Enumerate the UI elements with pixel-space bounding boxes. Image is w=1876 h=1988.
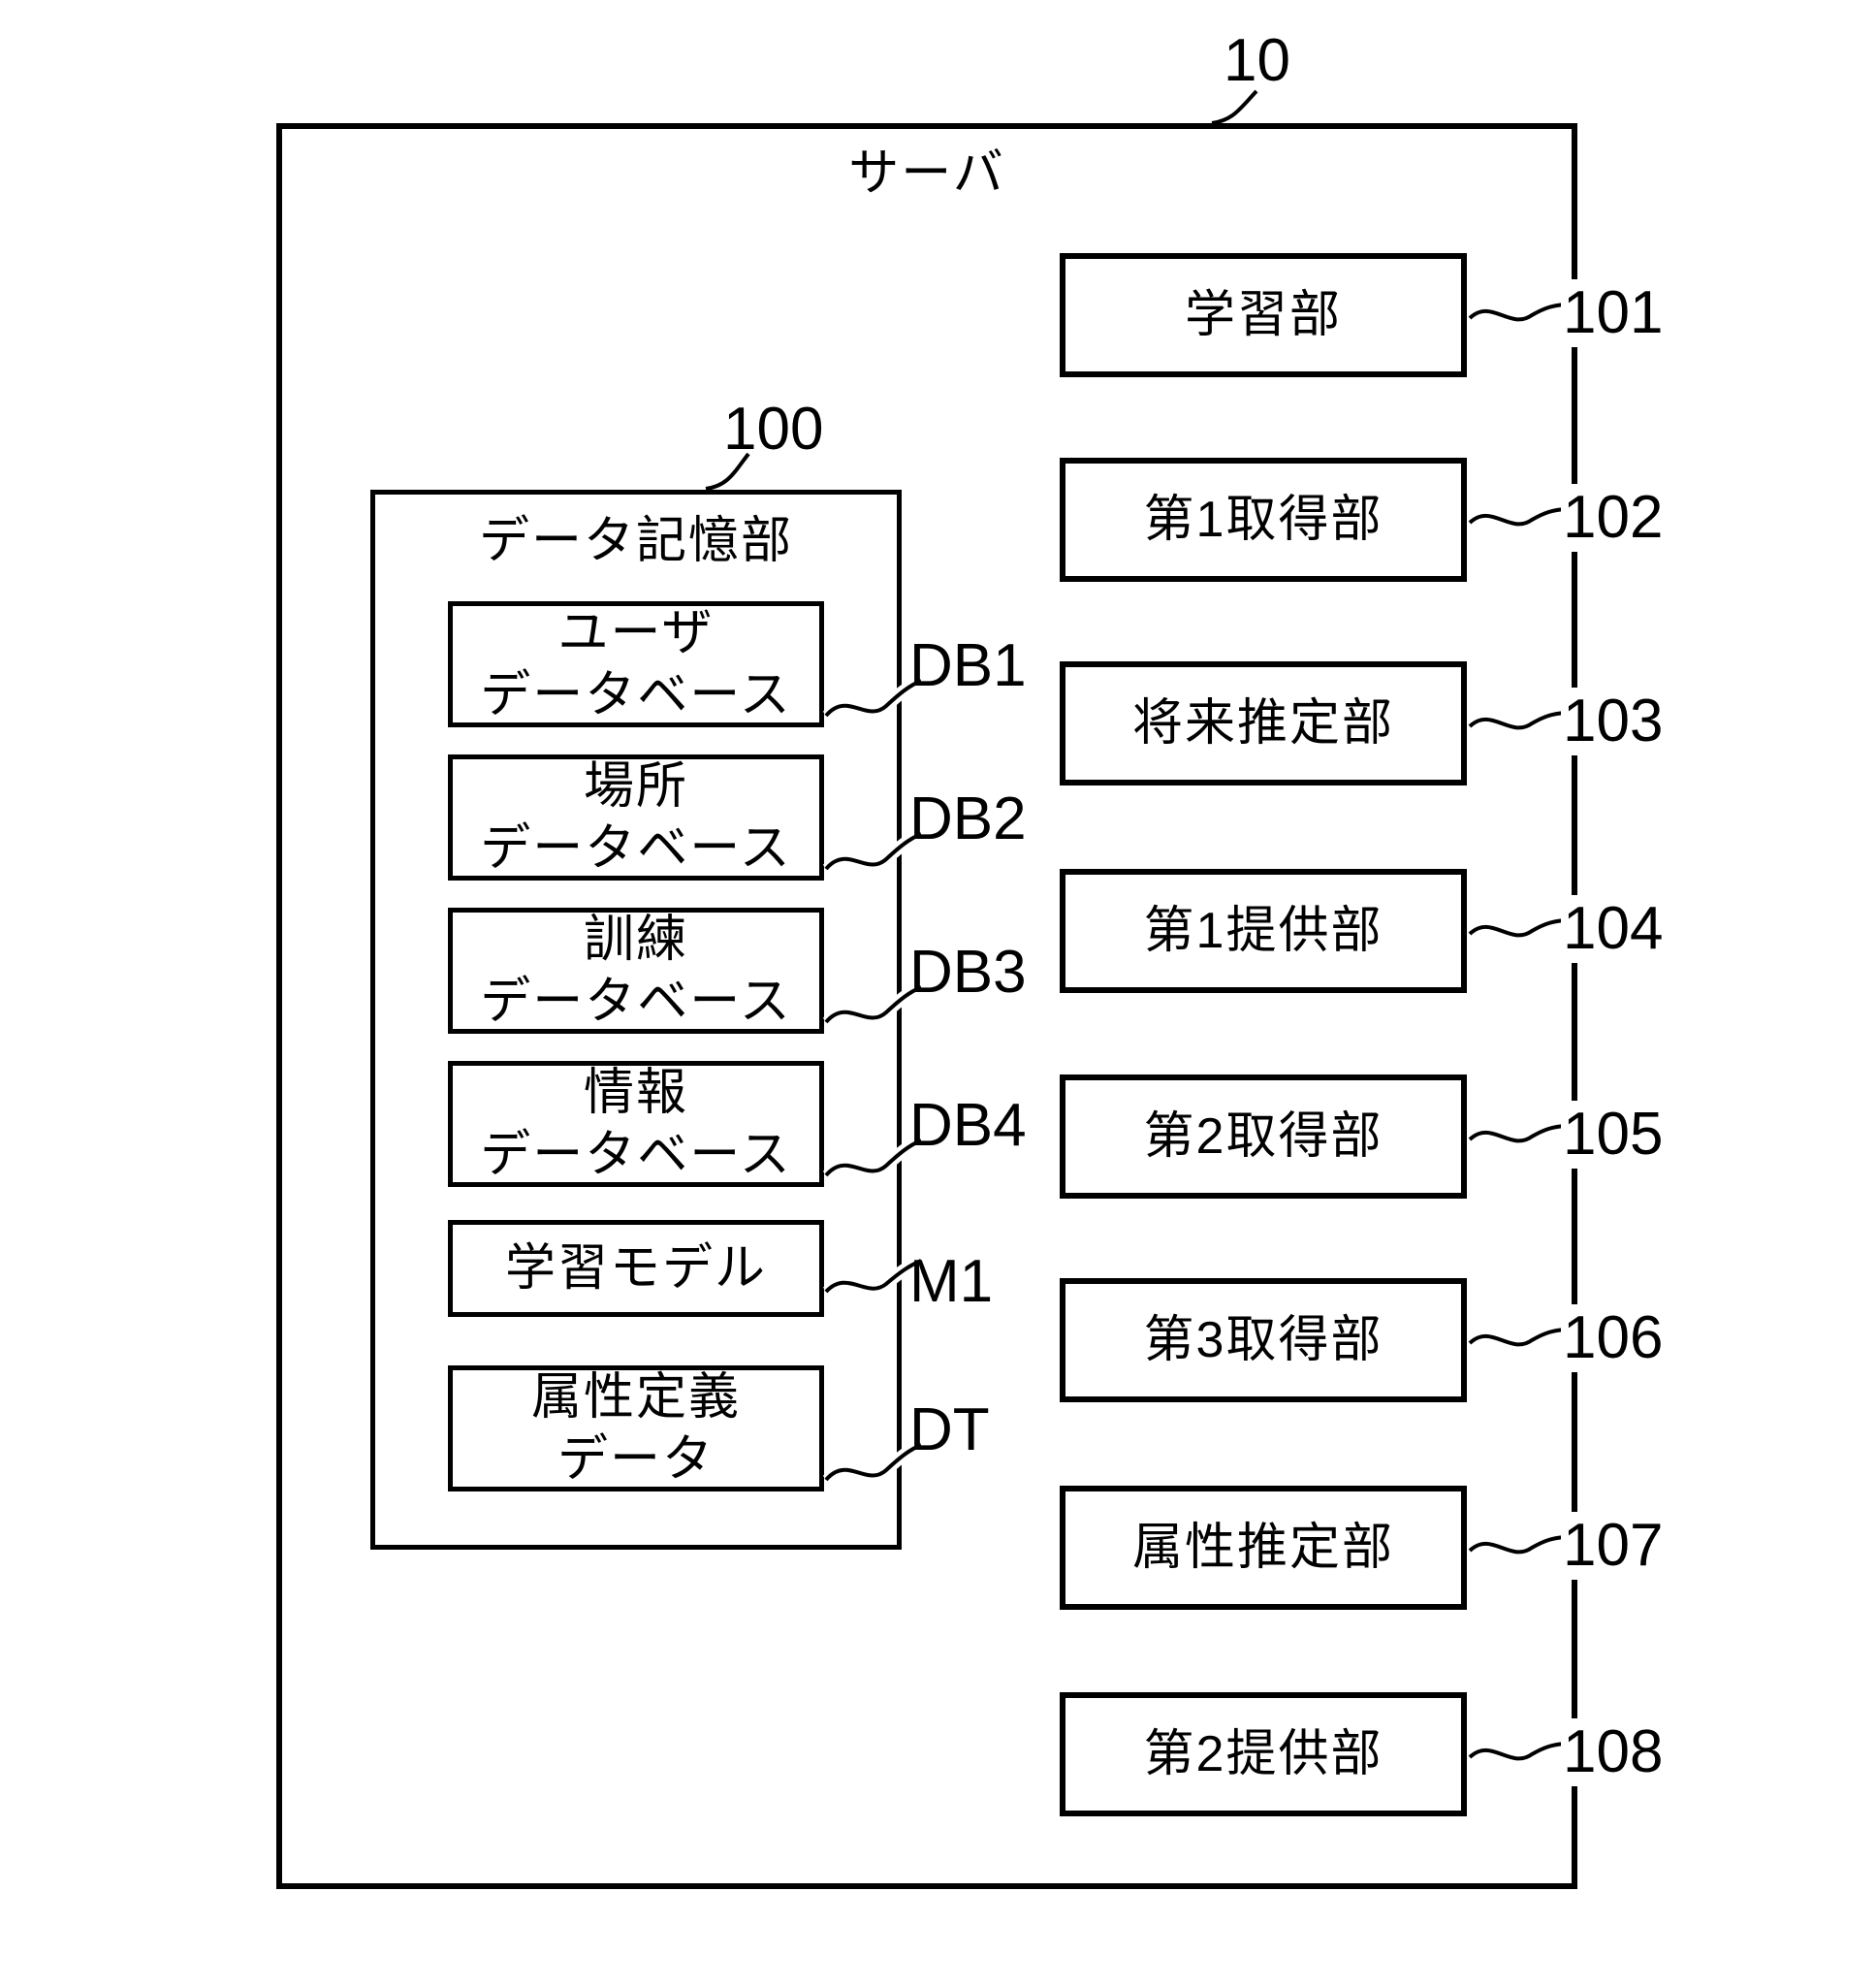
data-storage-title: データ記憶部: [478, 513, 793, 569]
user-database-label-line1: ユーザ: [557, 605, 715, 661]
ref-104: 104: [1561, 895, 1673, 963]
place-database-label-line2: データベース: [480, 820, 792, 877]
information-database-label-line1: 情報: [583, 1065, 688, 1121]
first-acquisition-unit-label: 第1取得部: [1143, 492, 1383, 548]
second-provision-unit-box: 第2提供部: [1060, 1692, 1467, 1816]
user-database-label-line2: データベース: [480, 667, 792, 723]
third-acquisition-unit-box: 第3取得部: [1060, 1278, 1467, 1402]
first-provision-unit-box: 第1提供部: [1060, 869, 1467, 993]
ref-100: 100: [723, 396, 824, 463]
training-database-label-line1: 訓練: [583, 912, 688, 968]
learning-unit-box: 学習部: [1060, 253, 1467, 377]
ref-103: 103: [1561, 688, 1673, 755]
ref-db3: DB3: [909, 939, 1027, 1006]
ref-106: 106: [1561, 1304, 1673, 1372]
information-database-label-line2: データベース: [480, 1127, 792, 1183]
first-provision-unit-label: 第1提供部: [1143, 903, 1383, 959]
ref-108: 108: [1561, 1718, 1673, 1786]
learning-model-box: 学習モデル: [448, 1220, 824, 1317]
server-title: サーバ: [848, 145, 1005, 202]
ref-105: 105: [1561, 1101, 1673, 1169]
ref-10: 10: [1224, 27, 1290, 94]
information-database-box: 情報 データベース: [448, 1061, 824, 1187]
learning-unit-label: 学習部: [1184, 287, 1342, 343]
ref-db1: DB1: [909, 632, 1027, 699]
learning-model-label: 学習モデル: [504, 1240, 767, 1297]
third-acquisition-unit-label: 第3取得部: [1143, 1312, 1383, 1368]
ref-102: 102: [1561, 484, 1673, 552]
connector-ref-10: [1211, 89, 1258, 125]
second-provision-unit-label: 第2提供部: [1143, 1726, 1383, 1782]
ref-101: 101: [1561, 279, 1673, 347]
second-acquisition-unit-label: 第2取得部: [1143, 1108, 1383, 1165]
attribute-definition-label-line1: 属性定義: [530, 1369, 741, 1426]
future-estimation-unit-box: 将来推定部: [1060, 661, 1467, 786]
attribute-definition-data-box: 属性定義 データ: [448, 1365, 824, 1491]
future-estimation-unit-label: 将来推定部: [1131, 695, 1394, 752]
first-acquisition-unit-box: 第1取得部: [1060, 458, 1467, 582]
second-acquisition-unit-box: 第2取得部: [1060, 1074, 1467, 1199]
training-database-label-line2: データベース: [480, 974, 792, 1030]
place-database-box: 場所 データベース: [448, 754, 824, 881]
ref-db2: DB2: [909, 786, 1027, 852]
attribute-definition-label-line2: データ: [556, 1431, 715, 1488]
user-database-box: ユーザ データベース: [448, 601, 824, 727]
ref-dt: DT: [909, 1396, 990, 1463]
ref-m1: M1: [909, 1248, 994, 1315]
place-database-label-line1: 場所: [583, 758, 688, 815]
ref-107: 107: [1561, 1512, 1673, 1580]
training-database-box: 訓練 データベース: [448, 908, 824, 1034]
attribute-estimation-unit-label: 属性推定部: [1131, 1520, 1394, 1576]
attribute-estimation-unit-box: 属性推定部: [1060, 1486, 1467, 1610]
ref-db4: DB4: [909, 1092, 1027, 1159]
